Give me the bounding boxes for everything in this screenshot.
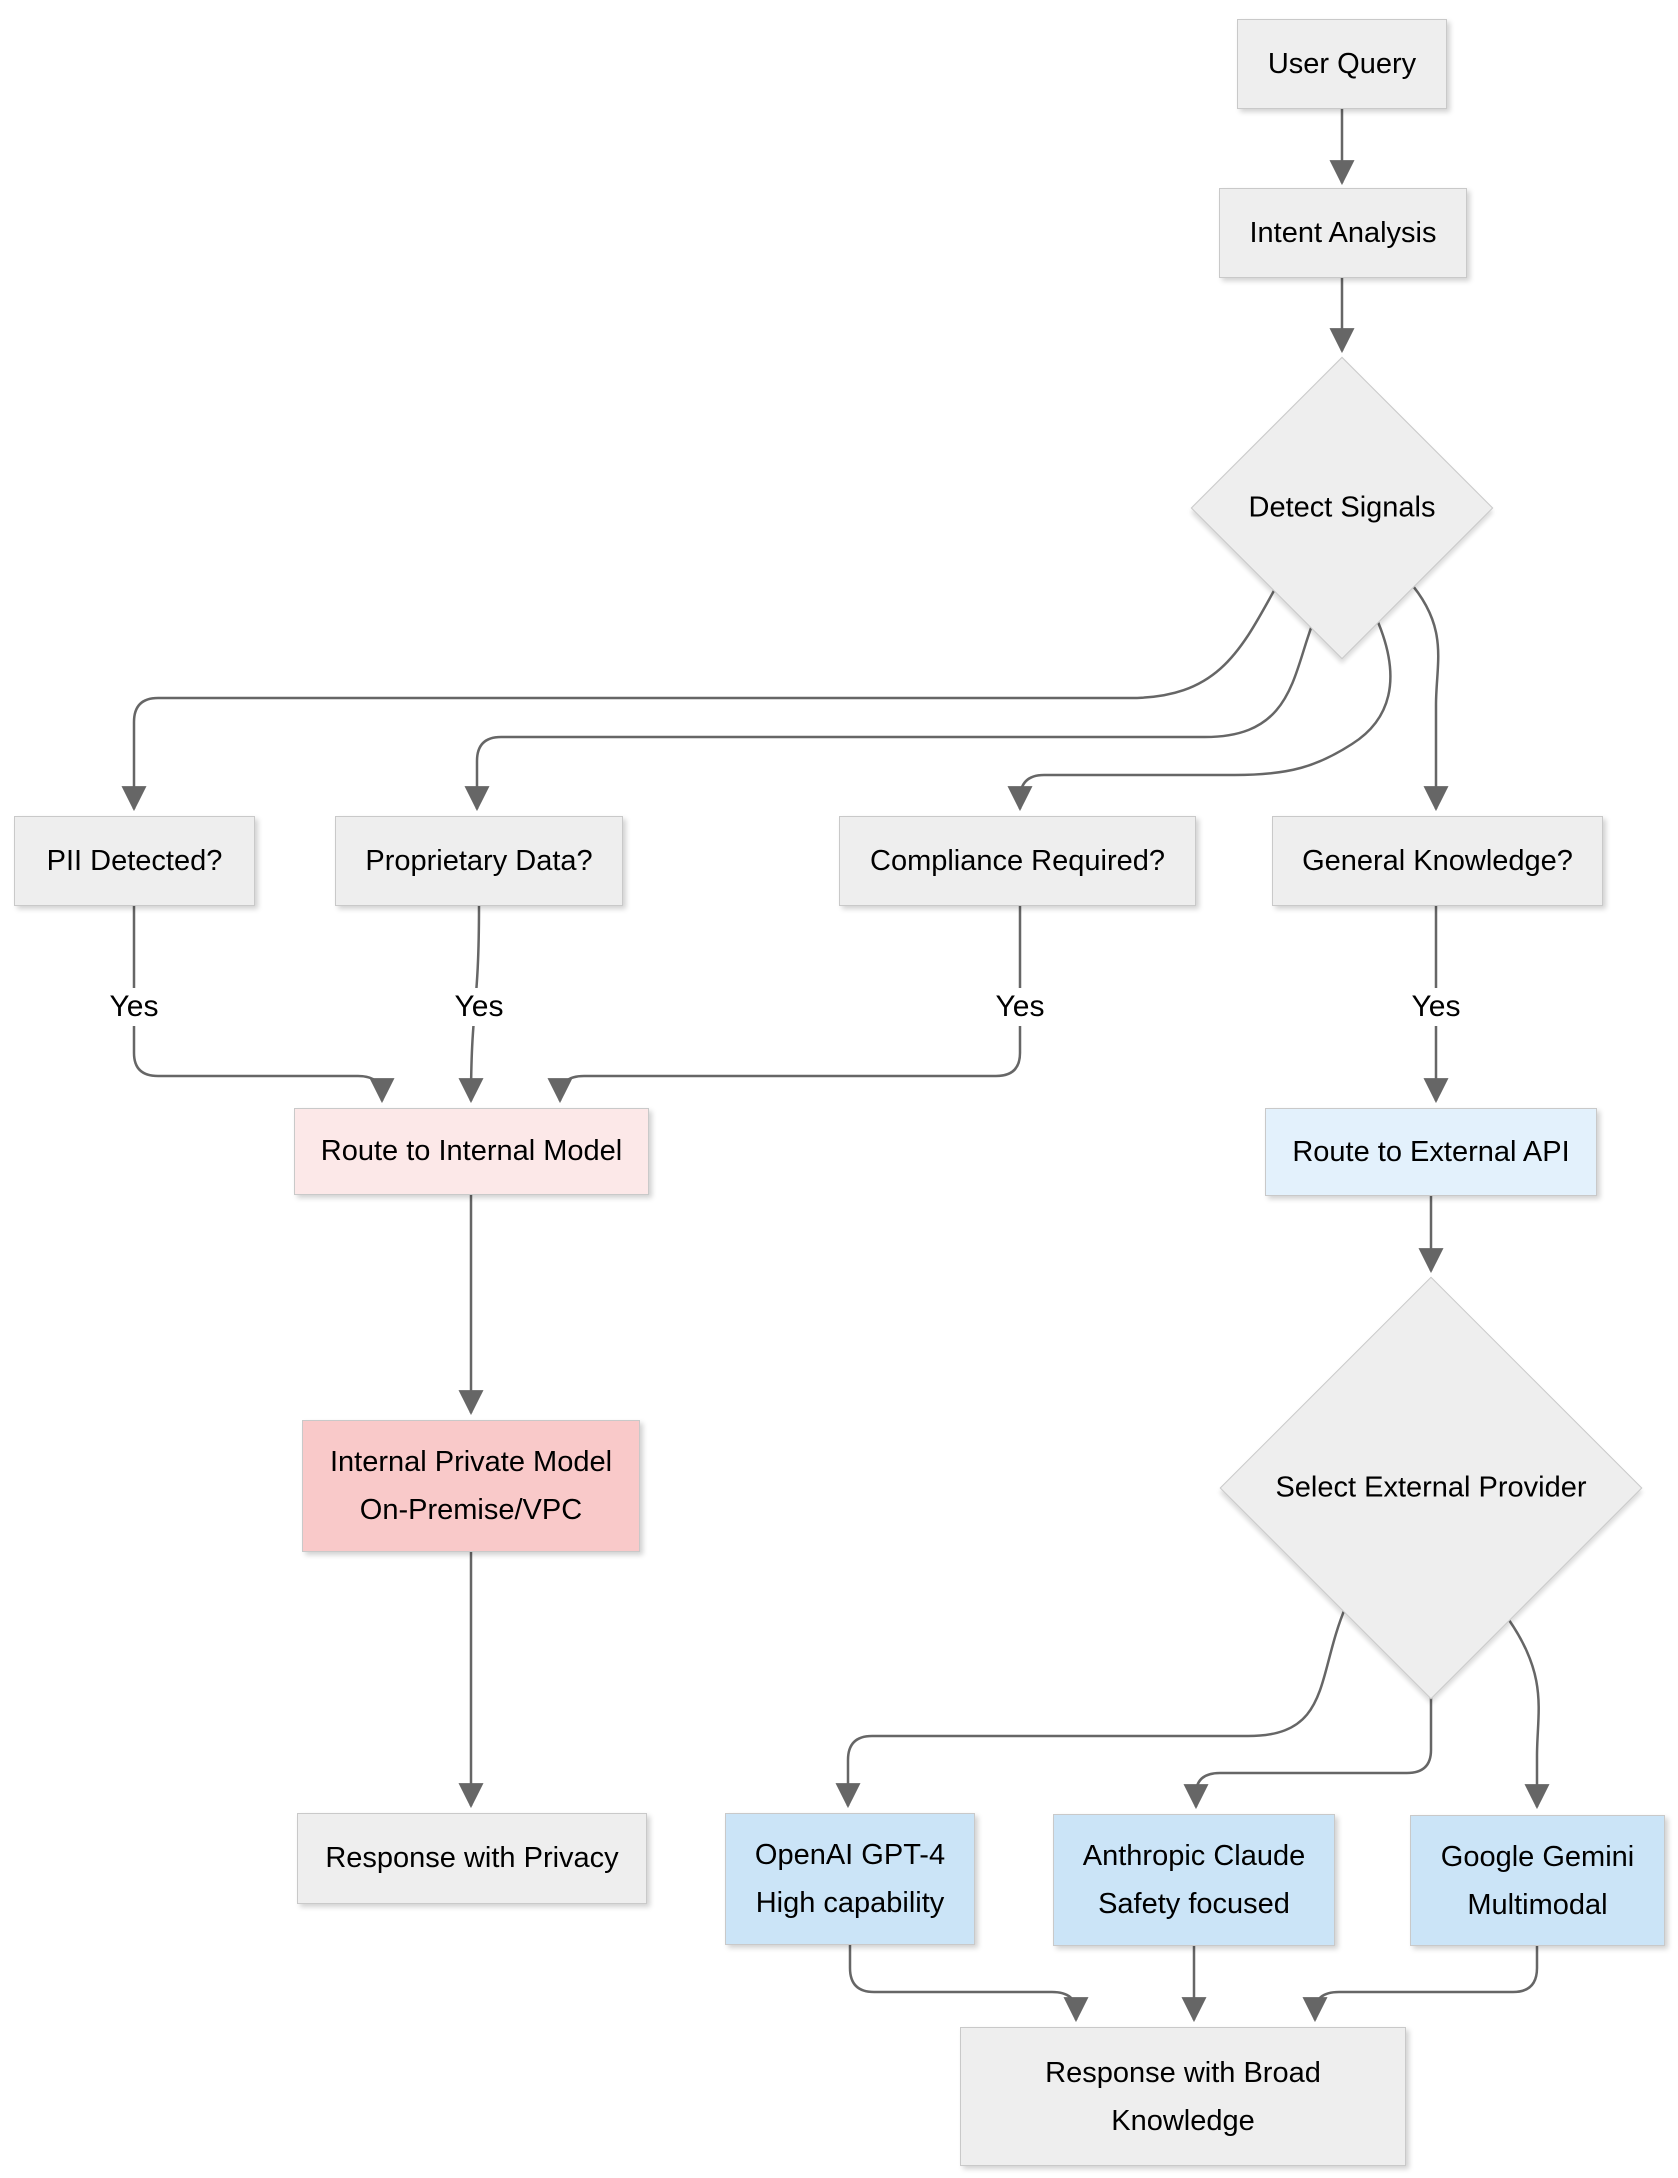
edge-openai-to-response-broad bbox=[848, 1945, 1089, 2023]
node-label: Response with Broad bbox=[1045, 2056, 1321, 2089]
node-google-gemini: Google Gemini Multimodal bbox=[1410, 1815, 1665, 1946]
node-anthropic-claude: Anthropic Claude Safety focused bbox=[1053, 1814, 1335, 1946]
node-label: Knowledge bbox=[1111, 2104, 1255, 2137]
node-openai-gpt4: OpenAI GPT-4 High capability bbox=[725, 1813, 975, 1945]
node-internal-private-model: Internal Private Model On-Premise/VPC bbox=[302, 1420, 640, 1552]
node-label: Multimodal bbox=[1467, 1888, 1608, 1921]
node-general-knowledge: General Knowledge? bbox=[1272, 816, 1603, 906]
edge-pii-yes-to-route-internal bbox=[132, 906, 395, 1104]
node-label: Select External Provider bbox=[1275, 1471, 1587, 1504]
node-label: PII Detected? bbox=[46, 844, 223, 877]
node-label: On-Premise/VPC bbox=[359, 1494, 583, 1526]
node-intent-analysis: Intent Analysis bbox=[1219, 188, 1467, 278]
node-label: Response with Privacy bbox=[325, 1842, 619, 1875]
node-response-broad: Response with Broad Knowledge bbox=[960, 2027, 1406, 2166]
node-proprietary-data: Proprietary Data? bbox=[335, 816, 623, 906]
node-label: User Query bbox=[1267, 47, 1417, 80]
node-label: Proprietary Data? bbox=[365, 844, 593, 877]
node-pii-detected: PII Detected? bbox=[14, 816, 255, 906]
node-label: Route to External API bbox=[1292, 1135, 1570, 1168]
node-detect-signals: Detect Signals bbox=[1190, 356, 1494, 660]
edge-compliance-yes-to-route-internal bbox=[547, 906, 1022, 1104]
edge-detect-signals-to-pii bbox=[121, 561, 1292, 812]
node-route-external: Route to External API bbox=[1265, 1108, 1597, 1196]
node-label: High capability bbox=[755, 1887, 945, 1919]
node-label: Route to Internal Model bbox=[320, 1135, 623, 1168]
edge-label-yes: Yes bbox=[446, 988, 512, 1026]
edge-label-yes: Yes bbox=[101, 988, 167, 1026]
node-label: Compliance Required? bbox=[870, 844, 1165, 877]
node-select-external-provider: Select External Provider bbox=[1219, 1276, 1643, 1700]
node-response-privacy: Response with Privacy bbox=[297, 1813, 647, 1904]
node-user-query: User Query bbox=[1237, 19, 1447, 109]
edge-label-yes: Yes bbox=[1403, 988, 1469, 1026]
node-route-internal: Route to Internal Model bbox=[294, 1108, 649, 1195]
node-label: General Knowledge? bbox=[1302, 844, 1573, 877]
node-label: OpenAI GPT-4 bbox=[754, 1839, 946, 1871]
edge-google-to-response-broad bbox=[1302, 1946, 1539, 2023]
edge-select-provider-to-anthropic bbox=[1183, 1698, 1433, 1810]
node-label: Google Gemini bbox=[1440, 1840, 1635, 1873]
node-label: Anthropic Claude bbox=[1082, 1840, 1306, 1872]
node-label: Intent Analysis bbox=[1249, 216, 1437, 249]
edge-label-yes: Yes bbox=[987, 988, 1053, 1026]
node-label: Internal Private Model bbox=[329, 1446, 613, 1478]
node-compliance-required: Compliance Required? bbox=[839, 816, 1196, 906]
node-label: Safety focused bbox=[1098, 1888, 1290, 1920]
node-label: Detect Signals bbox=[1248, 491, 1436, 524]
